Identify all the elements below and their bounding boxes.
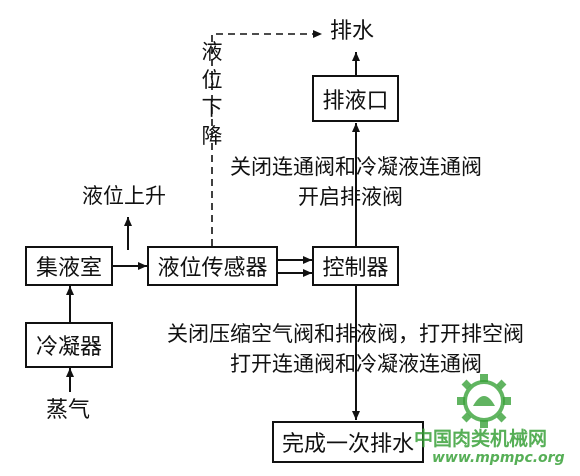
- bottom-action-label-1: 关闭压缩空气阀和排液阀，打开排空阀: [167, 322, 524, 346]
- level-down-char-2: 位: [201, 68, 223, 92]
- level-down-char-1: 液: [201, 40, 223, 64]
- open-drain-valve-label: 开启排液阀: [298, 185, 403, 209]
- watermark-url: www.mpmpc.org: [432, 450, 565, 466]
- condenser-box: 冷凝器: [25, 322, 113, 368]
- close-valves-label-1: 关闭连通阀和冷凝液连通阀: [230, 155, 482, 179]
- dashed-feedback-line: [211, 30, 322, 246]
- steam-label: 蒸气: [46, 398, 91, 423]
- finish-drain-box: 完成一次排水: [272, 421, 424, 463]
- gear-logo-icon: [457, 374, 511, 428]
- level-down-char-4: 降: [201, 124, 223, 148]
- controller-box: 控制器: [312, 246, 399, 286]
- level-down-char-3: 下: [201, 96, 223, 120]
- drain-water-label: 排水: [330, 19, 375, 44]
- watermark-title: 中国肉类机械网: [414, 428, 548, 450]
- collecting-room-box: 集液室: [25, 246, 113, 286]
- level-sensor-box: 液位传感器: [147, 246, 278, 286]
- bottom-action-label-2: 打开连通阀和冷凝液连通阀: [230, 352, 482, 376]
- drain-outlet-box: 排液口: [312, 75, 399, 122]
- level-up-label: 液位上升: [82, 184, 166, 208]
- level-down-label: 液 位 下 降: [200, 38, 224, 150]
